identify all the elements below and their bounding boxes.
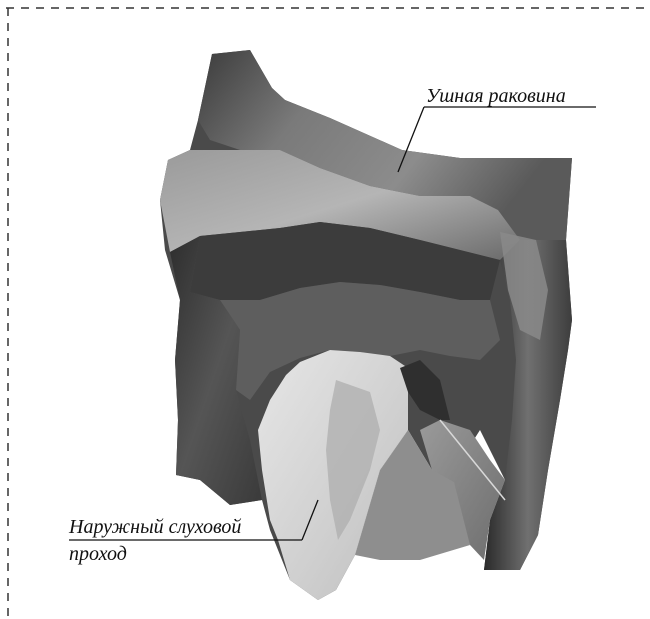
auricle-label: Ушная раковина [426,86,566,106]
ear-canal-label-line2: проход [69,544,127,564]
ear-canal-label-line1: Наружный слуховой [69,517,241,537]
